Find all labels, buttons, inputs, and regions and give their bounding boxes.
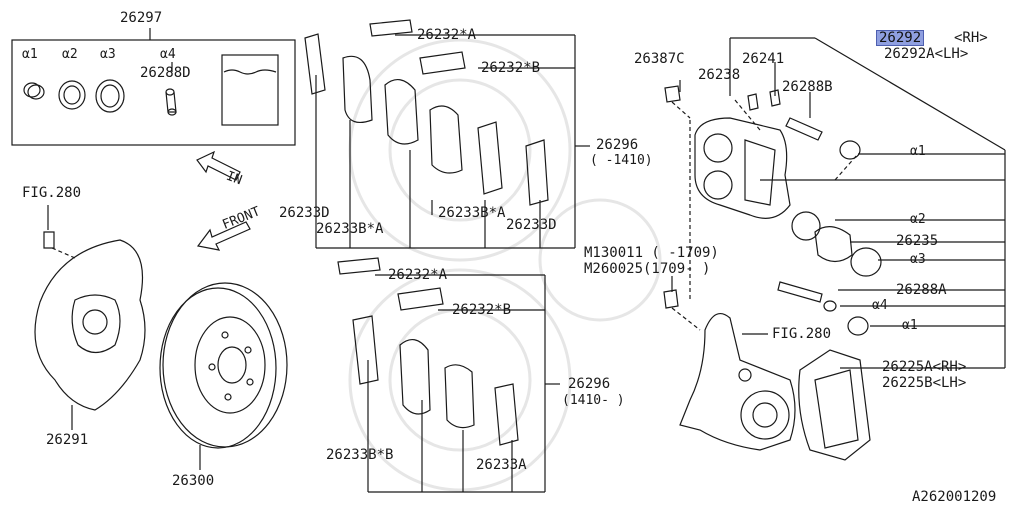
watermark-logo (348, 38, 662, 492)
label-bolt-m260025[interactable]: M260025(1709- ) (584, 261, 711, 277)
label-alpha1-right-2: α1 (902, 318, 918, 333)
label-26296-bottom-range: (1410- ) (562, 393, 625, 408)
diagram-id: A262001209 (912, 489, 997, 505)
label-alpha3-right: α3 (910, 252, 926, 267)
label-alpha4-kit: α4 (160, 47, 176, 62)
seal-kit-box (11, 28, 296, 146)
label-fig280-bottom[interactable]: FIG.280 (772, 326, 832, 342)
label-26233A[interactable]: 26233A (476, 457, 527, 473)
label-alpha1-right-1: α1 (910, 144, 926, 159)
pad-set-bottom-bracket (337, 257, 560, 493)
label-26296-top-range: ( -1410) (590, 153, 653, 168)
label-26288B[interactable]: 26288B (782, 79, 833, 95)
label-26241[interactable]: 26241 (742, 51, 785, 67)
label-26296-bottom[interactable]: 26296 (568, 376, 611, 392)
label-alpha2-kit: α2 (62, 47, 78, 62)
label-alpha4-right: α4 (872, 298, 888, 313)
label-26292-highlighted[interactable]: 26292 (876, 30, 925, 46)
label-26292A-lh[interactable]: 26292A<LH> (884, 46, 969, 62)
label-rh-26292: <RH> (954, 30, 988, 46)
pad-set-top-bracket (304, 19, 590, 249)
label-26233D-right[interactable]: 26233D (506, 217, 557, 233)
label-26296-top[interactable]: 26296 (596, 137, 639, 153)
label-26233D-left[interactable]: 26233D (279, 205, 330, 221)
knuckle-and-bracket (663, 276, 871, 461)
label-26232A-bottom[interactable]: 26232*A (388, 267, 448, 283)
label-fig280-top[interactable]: FIG.280 (22, 185, 82, 201)
label-26300[interactable]: 26300 (172, 473, 215, 489)
label-26235[interactable]: 26235 (896, 233, 939, 249)
label-26232B-bottom[interactable]: 26232*B (452, 302, 512, 318)
brake-rotor-26300 (159, 282, 288, 470)
label-26233BB[interactable]: 26233B*B (326, 447, 394, 463)
label-alpha2-right: α2 (910, 212, 926, 227)
label-26232A-top[interactable]: 26232*A (417, 27, 477, 43)
dust-shield-26291 (34, 205, 146, 430)
label-bolt-m130011[interactable]: M130011 ( -1709) (584, 245, 719, 261)
label-26232B-top[interactable]: 26232*B (481, 60, 541, 76)
label-26233BA-left[interactable]: 26233B*A (316, 221, 384, 237)
caliper-assembly (664, 37, 1006, 369)
direction-arrows (196, 150, 251, 251)
label-26225A-rh[interactable]: 26225A<RH> (882, 359, 967, 375)
label-26238[interactable]: 26238 (698, 67, 741, 83)
label-26288A[interactable]: 26288A (896, 282, 947, 298)
label-26291[interactable]: 26291 (46, 432, 89, 448)
label-alpha1-kit: α1 (22, 47, 38, 62)
label-26233BA-mid[interactable]: 26233B*A (438, 205, 506, 221)
label-26387C[interactable]: 26387C (634, 51, 685, 67)
label-26297[interactable]: 26297 (120, 10, 163, 26)
label-26288D[interactable]: 26288D (140, 65, 191, 81)
label-26225B-lh[interactable]: 26225B<LH> (882, 375, 967, 391)
label-alpha3-kit: α3 (100, 47, 116, 62)
